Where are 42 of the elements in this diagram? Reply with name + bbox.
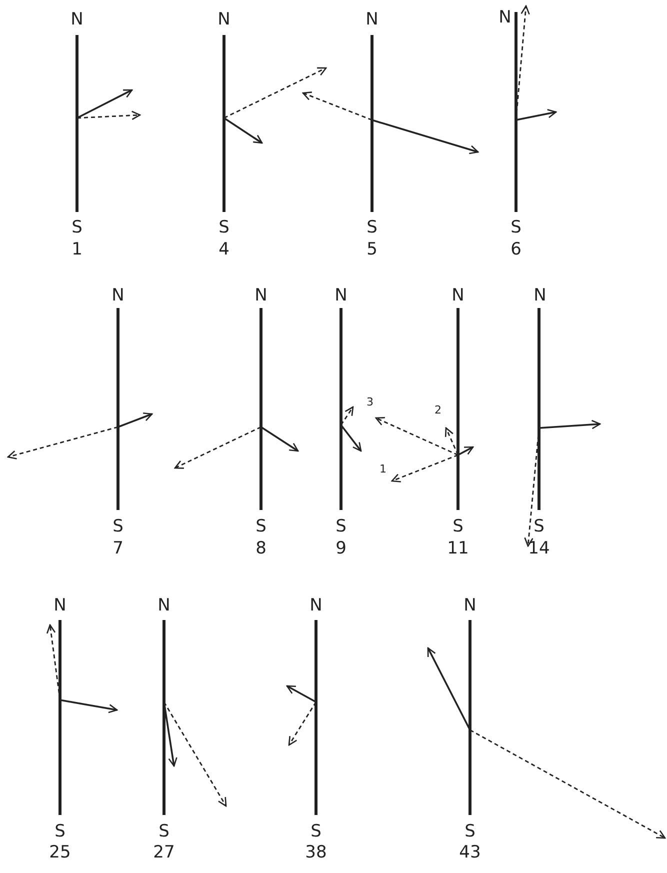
vector-number: 1: [380, 464, 386, 474]
figure-number: 25: [49, 844, 71, 862]
pole-label: S: [510, 220, 522, 236]
pole-label: N: [112, 288, 124, 304]
figure-number: 4: [218, 242, 230, 258]
pole-label: S: [452, 518, 464, 536]
pole-label: S: [256, 518, 266, 536]
pole-label: N: [254, 288, 268, 304]
pole-label: S: [158, 824, 170, 840]
pole-label: S: [534, 518, 544, 536]
pole-label: N: [310, 598, 322, 614]
pole-label: N: [498, 10, 512, 26]
vector-number: 3: [366, 396, 374, 408]
pole-label: N: [54, 598, 66, 614]
pole-label: N: [366, 12, 378, 28]
pole-label: N: [334, 288, 348, 304]
pole-label: S: [366, 220, 378, 236]
pole-label: S: [218, 220, 230, 236]
figure-number: 11: [447, 540, 469, 558]
pole-label: S: [54, 824, 66, 840]
pole-label: S: [464, 824, 476, 840]
figure-number: 43: [459, 844, 481, 862]
pole-label: S: [336, 518, 346, 536]
pole-label: N: [158, 598, 170, 614]
figure-number: 27: [153, 844, 175, 862]
pole-label: S: [310, 824, 322, 840]
pole-label: S: [72, 220, 82, 236]
pole-label: S: [112, 518, 124, 536]
figure-number: 7: [112, 540, 124, 558]
figure-number: 38: [305, 844, 327, 862]
pole-label: N: [70, 12, 84, 28]
figure-number: 6: [510, 242, 522, 258]
figure-number: 9: [336, 540, 346, 558]
figure-number: 14: [528, 540, 550, 558]
pole-label: N: [534, 288, 546, 304]
figure-number: 1: [72, 242, 82, 258]
vector-number: 2: [434, 404, 442, 416]
pole-label: N: [218, 12, 230, 28]
pole-label: N: [464, 598, 476, 614]
figure-number: 5: [366, 242, 378, 258]
figure-number: 8: [256, 540, 266, 558]
pole-label: N: [452, 288, 464, 304]
